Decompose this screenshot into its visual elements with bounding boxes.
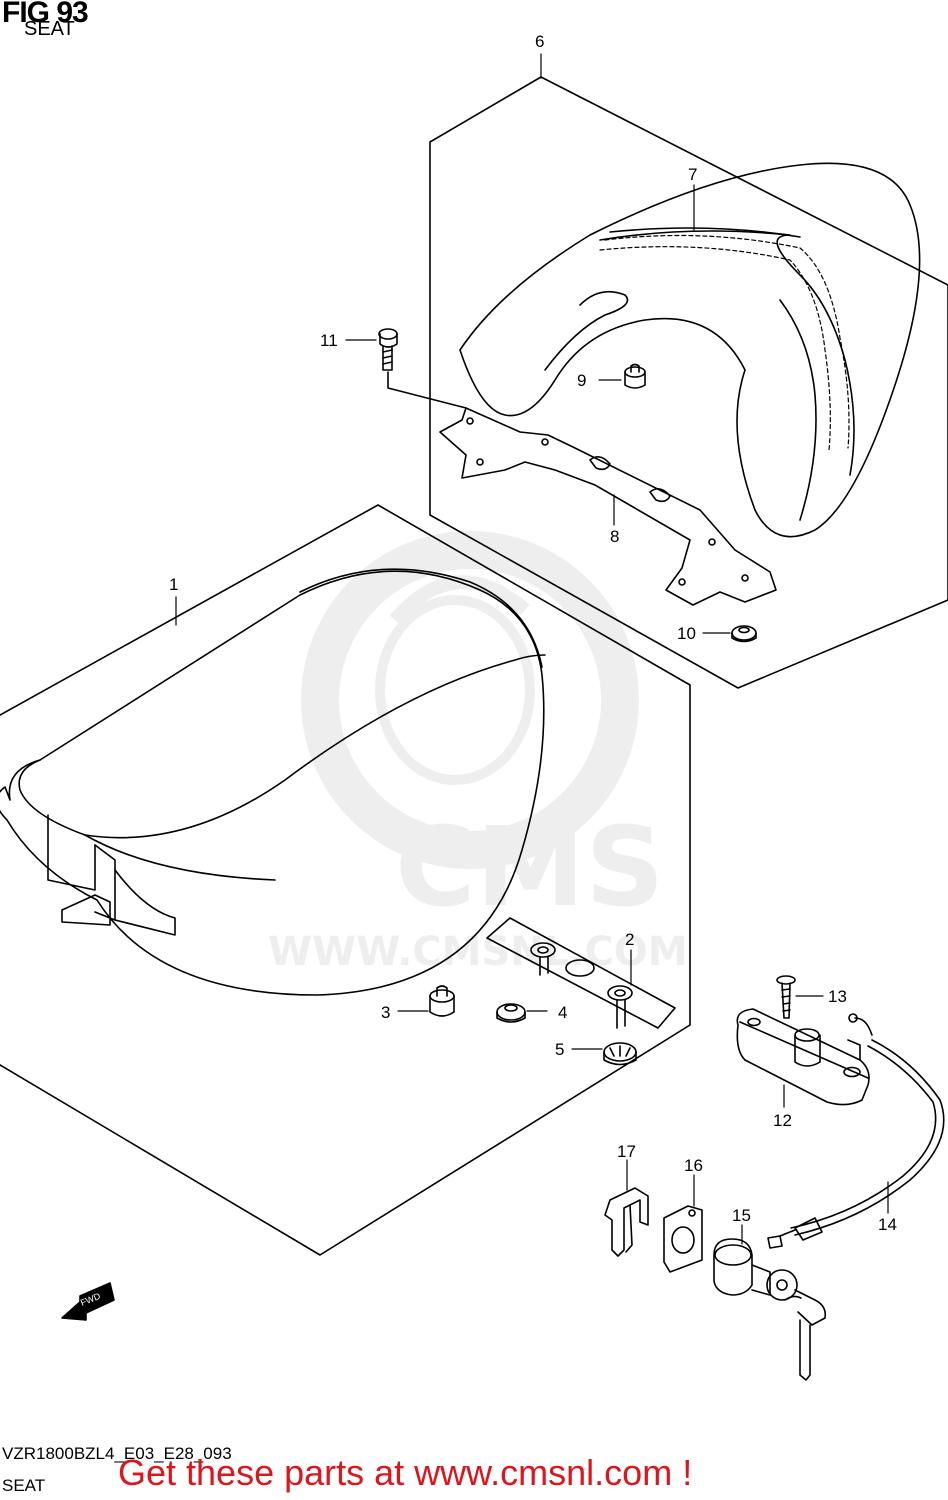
watermark-url: WWW.CMSNL.COM xyxy=(268,929,688,975)
cushion-part-3 xyxy=(429,985,455,1017)
callout-5: 5 xyxy=(555,1040,564,1059)
cms-watermark: CMS WWW.CMSNL.COM xyxy=(268,531,688,975)
passenger-seat xyxy=(459,162,921,538)
rider-seat xyxy=(0,568,546,996)
model-code: VZR1800BZL4_E03_E28_093 xyxy=(2,1444,232,1463)
callout-16: 16 xyxy=(684,1156,703,1175)
callout-9: 9 xyxy=(577,371,586,390)
leader-lines xyxy=(175,53,889,1245)
callout-13: 13 xyxy=(828,987,847,1006)
callout-7: 7 xyxy=(688,165,697,184)
plate-part-16 xyxy=(663,1205,703,1273)
grommet-part-5 xyxy=(603,1042,637,1066)
callout-17: 17 xyxy=(617,1142,636,1161)
callout-2: 2 xyxy=(625,930,634,949)
cable-part-14 xyxy=(767,1013,945,1249)
figure-title: FIG 93 xyxy=(2,0,89,29)
promo-link[interactable]: Get these parts at www.cmsnl.com ! xyxy=(118,1452,693,1493)
cushion-part-9 xyxy=(624,363,646,389)
leader-11-8 xyxy=(387,371,467,409)
callout-11: 11 xyxy=(320,331,338,350)
seat-plate xyxy=(486,917,676,1029)
callout-15: 15 xyxy=(732,1206,751,1225)
nut-part-10 xyxy=(731,625,757,643)
callout-4: 4 xyxy=(558,1003,567,1022)
callout-3: 3 xyxy=(381,1003,390,1022)
passenger-seat-stitching xyxy=(599,234,850,451)
bolt-part-11 xyxy=(378,328,398,371)
callout-10: 10 xyxy=(677,624,696,643)
lock-cylinder-part-15 xyxy=(713,1238,827,1381)
nut-part-4 xyxy=(496,1003,526,1023)
screw-part-13 xyxy=(776,975,796,1019)
callout-12: 12 xyxy=(773,1111,792,1130)
rider-seat-box xyxy=(0,504,691,1256)
callout-8: 8 xyxy=(610,527,619,546)
lock-assembly-part-12 xyxy=(736,1008,870,1106)
callout-14: 14 xyxy=(878,1215,897,1234)
figure-subtitle: SEAT xyxy=(24,18,75,40)
figure-caption: SEAT xyxy=(2,1476,46,1495)
bracket-part-8 xyxy=(439,407,777,606)
fwd-arrow xyxy=(61,1282,115,1321)
callout-6: 6 xyxy=(535,32,544,51)
callout-1: 1 xyxy=(169,575,178,594)
clip-part-17 xyxy=(604,1187,649,1257)
